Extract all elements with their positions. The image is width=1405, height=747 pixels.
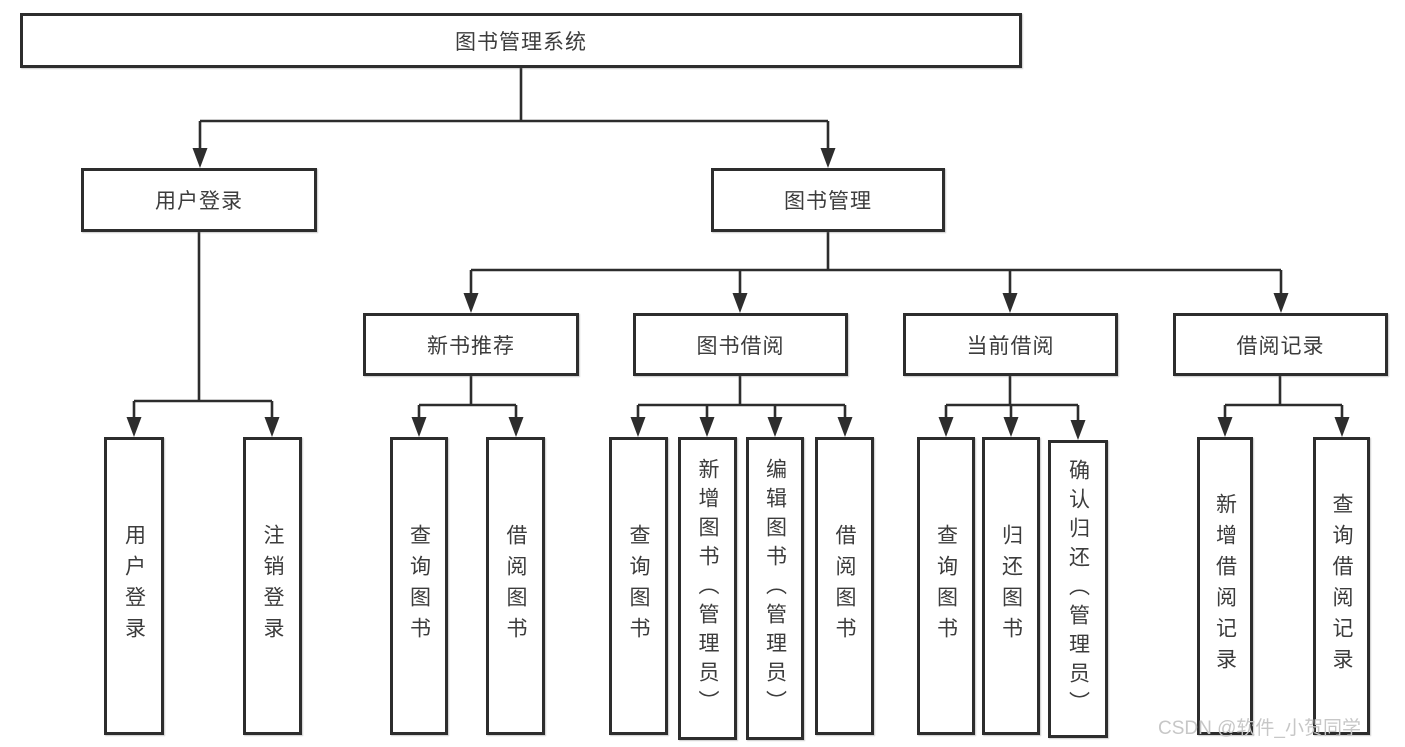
root-node-library-system: 图书管理系统 [20, 13, 1022, 68]
root-node-label: 图书管理系统 [455, 30, 587, 54]
node-new-book-recommend: 新书推荐 [363, 313, 579, 376]
leaf-label: 归还图书 [999, 524, 1023, 648]
leaf-label: 查询图书 [407, 524, 431, 648]
leaf-label: 查询图书 [934, 524, 958, 648]
leaf-label: 用户登录 [122, 524, 146, 648]
node-user-login: 用户登录 [81, 168, 317, 232]
node-new-book-recommend-label: 新书推荐 [427, 334, 515, 358]
leaf-label: 查询图书 [627, 524, 650, 648]
leaf-label: 编辑图书（管理员） [763, 458, 787, 719]
leaf-node-return-books: 归还图书 [982, 437, 1040, 735]
leaf-node-borrow-books-recommend: 借阅图书 [486, 437, 545, 735]
leaf-node-query-books-borrow: 查询图书 [609, 437, 668, 735]
csdn-watermark: CSDN @软件_小贺同学 [1158, 718, 1361, 739]
leaf-label: 借阅图书 [833, 524, 856, 648]
leaf-node-edit-books-admin: 编辑图书（管理员） [746, 437, 804, 740]
node-book-management-label: 图书管理 [784, 190, 872, 213]
node-borrow-records: 借阅记录 [1173, 313, 1388, 376]
node-book-management: 图书管理 [711, 168, 945, 232]
leaf-node-add-books-admin: 新增图书（管理员） [678, 437, 737, 740]
leaf-node-borrow-books: 借阅图书 [815, 437, 874, 735]
node-user-login-label: 用户登录 [155, 190, 243, 213]
leaf-label: 确认归还（管理员） [1066, 458, 1090, 720]
leaf-node-query-books-recommend: 查询图书 [390, 437, 448, 735]
node-book-borrow-label: 图书借阅 [696, 334, 785, 358]
leaf-node-query-borrow-record: 查询借阅记录 [1313, 437, 1370, 735]
leaf-node-query-books-current: 查询图书 [917, 437, 975, 735]
node-borrow-records-label: 借阅记录 [1236, 334, 1325, 358]
leaf-label: 注销登录 [261, 524, 284, 648]
leaf-node-logout: 注销登录 [243, 437, 302, 735]
leaf-label: 查询借阅记录 [1330, 493, 1353, 679]
leaf-node-user-login: 用户登录 [104, 437, 164, 735]
leaf-node-add-borrow-record: 新增借阅记录 [1197, 437, 1253, 735]
node-current-borrow: 当前借阅 [903, 313, 1118, 376]
leaf-label: 借阅图书 [504, 524, 527, 648]
node-current-borrow-label: 当前借阅 [966, 334, 1055, 358]
leaf-node-confirm-return-admin: 确认归还（管理员） [1048, 440, 1108, 738]
leaf-label: 新增图书（管理员） [696, 458, 719, 719]
leaf-label: 新增借阅记录 [1213, 493, 1237, 679]
node-book-borrow: 图书借阅 [633, 313, 848, 376]
